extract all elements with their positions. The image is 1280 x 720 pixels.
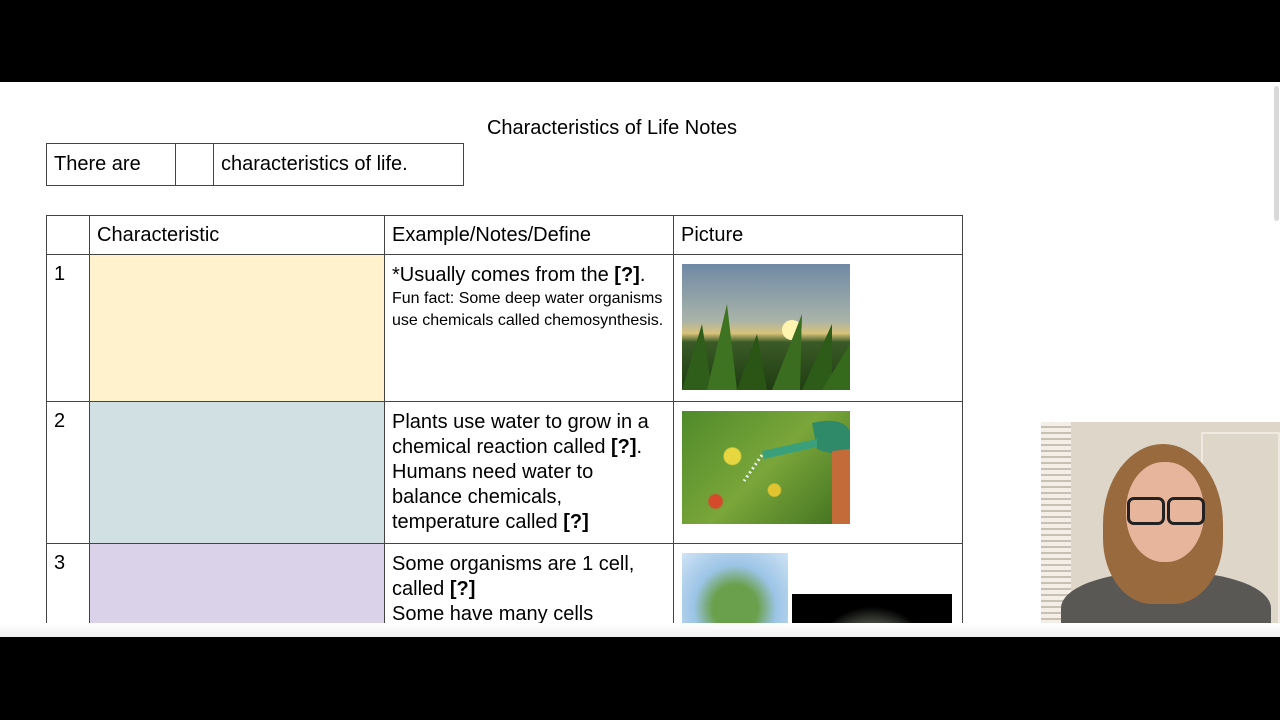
document-page: Characteristics of Life Notes There are … (0, 82, 1280, 637)
intro-suffix: characteristics of life. (213, 143, 464, 186)
table-row: 1 *Usually comes from the [?]. Fun fact:… (46, 254, 963, 402)
fun-fact-text: Fun fact: Some deep water organisms use … (392, 290, 664, 329)
row-number: 3 (46, 543, 90, 637)
blank-answer: [?] (563, 511, 589, 533)
window-blind (1041, 422, 1071, 623)
notes-punct: . (639, 264, 646, 286)
blank-answer: [?] (611, 436, 637, 458)
corn-leaves-graphic (682, 304, 850, 390)
presenter-face (1126, 462, 1204, 562)
scrollbar[interactable] (1272, 82, 1280, 637)
header-number (46, 215, 90, 255)
webcam-overlay (1041, 422, 1280, 623)
letterbox-top (0, 0, 1280, 82)
characteristics-table: Characteristic Example/Notes/Define Pict… (46, 215, 963, 637)
example-cell[interactable]: *Usually comes from the [?]. Fun fact: S… (384, 254, 674, 402)
intro-table: There are characteristics of life. (46, 143, 464, 186)
picture-cell (673, 401, 963, 544)
corn-field-photo (682, 264, 850, 390)
example-cell[interactable]: Some organisms are 1 cell, called [?] So… (384, 543, 674, 637)
example-cell[interactable]: Plants use water to grow in a chemical r… (384, 401, 674, 544)
intro-blank-cell[interactable] (175, 143, 214, 186)
table-header-row: Characteristic Example/Notes/Define Pict… (46, 215, 963, 255)
notes-text: Plants use water to grow in a chemical r… (392, 411, 649, 458)
presenter-glasses (1127, 497, 1205, 525)
scrollbar-thumb[interactable] (1274, 86, 1279, 221)
characteristic-cell[interactable] (89, 401, 385, 544)
header-characteristic: Characteristic (89, 215, 385, 255)
watering-can-photo (682, 411, 850, 524)
intro-prefix: There are (46, 143, 176, 186)
notes-text: Some organisms are 1 cell, called (392, 553, 635, 600)
header-picture: Picture (673, 215, 963, 255)
picture-cell (673, 254, 963, 402)
row-number: 1 (46, 254, 90, 402)
blank-answer: [?] (614, 264, 640, 286)
header-example: Example/Notes/Define (384, 215, 674, 255)
row-number: 2 (46, 401, 90, 544)
page-bottom-edge (0, 623, 1280, 637)
blank-answer: [?] (449, 578, 476, 600)
letterbox-bottom (0, 637, 1280, 720)
notes-punct: . (636, 436, 643, 458)
characteristic-cell[interactable] (89, 543, 385, 637)
table-row: 2 Plants use water to grow in a chemical… (46, 401, 963, 544)
notes-text: Some have many cells (392, 603, 594, 625)
notes-text: *Usually comes from the (392, 264, 615, 286)
characteristic-cell[interactable] (89, 254, 385, 402)
page-title: Characteristics of Life Notes (486, 117, 738, 139)
watering-can-graphic (742, 420, 850, 524)
notes-text: Humans need water to balance chemicals, … (392, 461, 594, 533)
